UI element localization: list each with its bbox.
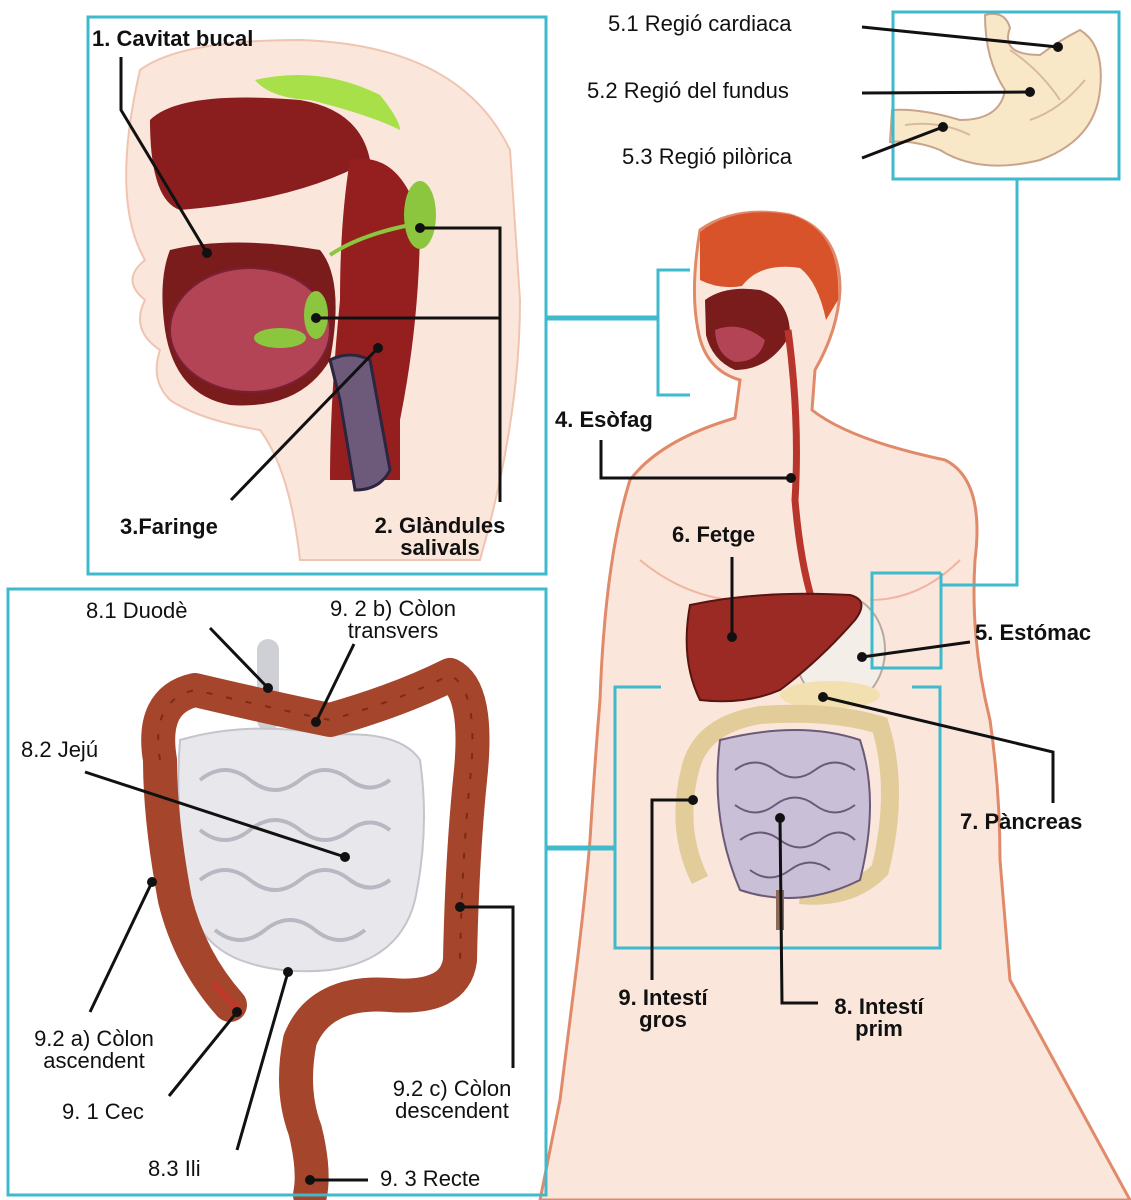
label-glandules-line1: 2. Glàndules	[352, 515, 528, 537]
dot-parotid	[415, 223, 425, 233]
label-cec: 9. 1 Cec	[62, 1101, 144, 1123]
dot-colon-transvers	[311, 717, 321, 727]
label-regio-cardiaca: 5.1 Regió cardiaca	[608, 13, 791, 35]
dot-esofag	[786, 473, 796, 483]
jejunum-mass	[178, 729, 424, 972]
label-colon-transvers-line1: 9. 2 b) Còlon	[303, 598, 483, 620]
leader-cec	[169, 1012, 237, 1096]
dot-intesti-prim	[775, 813, 785, 823]
dot-colon-ascendent	[147, 877, 157, 887]
label-regio-fundus: 5.2 Regió del fundus	[587, 80, 789, 102]
label-esofag: 4. Esòfag	[555, 409, 653, 431]
dot-colon-descendent	[455, 902, 465, 912]
label-colon-ascendent-line2: ascendent	[14, 1050, 174, 1072]
dot-fetge	[727, 632, 737, 642]
parotid-gland	[404, 181, 436, 249]
dot-pancreas	[818, 692, 828, 702]
label-colon-ascendent: 9.2 a) Còlon ascendent	[14, 1028, 174, 1072]
label-intesti-gros: 9. Intestí gros	[602, 987, 724, 1031]
dot-estomac	[857, 652, 867, 662]
dot-cec	[232, 1007, 242, 1017]
dot-duode	[263, 683, 273, 693]
small-intestine-torso	[718, 730, 871, 898]
leader-colon-ascendent	[90, 882, 152, 1012]
label-pancreas: 7. Pàncreas	[960, 811, 1082, 833]
label-colon-transvers: 9. 2 b) Còlon transvers	[303, 598, 483, 642]
label-intesti-prim: 8. Intestí prim	[818, 996, 940, 1040]
tongue	[170, 268, 330, 392]
label-jeju: 8.2 Jejú	[21, 739, 98, 761]
label-duode: 8.1 Duodè	[86, 600, 188, 622]
stomach-detail-organ	[890, 14, 1101, 166]
label-colon-descendent-line1: 9.2 c) Còlon	[372, 1078, 532, 1100]
head-bracket	[658, 270, 690, 395]
label-ili: 8.3 Ili	[148, 1158, 201, 1180]
leader-regio-fundus	[862, 92, 1030, 93]
sublingual-gland	[254, 328, 306, 348]
dot-regio-pilorica	[938, 122, 948, 132]
label-regio-pilorica: 5.3 Regió pilòrica	[622, 146, 792, 168]
dot-recte	[305, 1175, 315, 1185]
label-estomac: 5. Estómac	[975, 622, 1091, 644]
label-intesti-prim-line2: prim	[818, 1018, 940, 1040]
dot-regio-cardiaca	[1053, 42, 1063, 52]
label-intesti-prim-line1: 8. Intestí	[818, 996, 940, 1018]
label-colon-descendent-line2: descendent	[372, 1100, 532, 1122]
label-faringe: 3.Faringe	[120, 516, 218, 538]
label-recte: 9. 3 Recte	[380, 1168, 480, 1190]
mouth-panel	[126, 40, 520, 560]
label-glandules-line2: salivals	[352, 537, 528, 559]
dot-faringe	[373, 343, 383, 353]
label-cavitat-bucal: 1. Cavitat bucal	[92, 28, 253, 50]
stomach-detail	[890, 14, 1101, 166]
dot-regio-fundus	[1025, 87, 1035, 97]
dot-jeju	[340, 852, 350, 862]
label-fetge: 6. Fetge	[672, 524, 755, 546]
label-glandules: 2. Glàndules salivals	[352, 515, 528, 559]
dot-ili	[283, 967, 293, 977]
dot-intesti-gros	[688, 795, 698, 805]
dot-submandibular	[311, 313, 321, 323]
label-intesti-gros-line1: 9. Intestí	[602, 987, 724, 1009]
label-colon-transvers-line2: transvers	[303, 620, 483, 642]
dot-cavitat-bucal	[202, 248, 212, 258]
label-colon-ascendent-line1: 9.2 a) Còlon	[14, 1028, 174, 1050]
label-intesti-gros-line2: gros	[602, 1009, 724, 1031]
leader-regio-cardiaca	[862, 27, 1058, 47]
label-colon-descendent: 9.2 c) Còlon descendent	[372, 1078, 532, 1122]
